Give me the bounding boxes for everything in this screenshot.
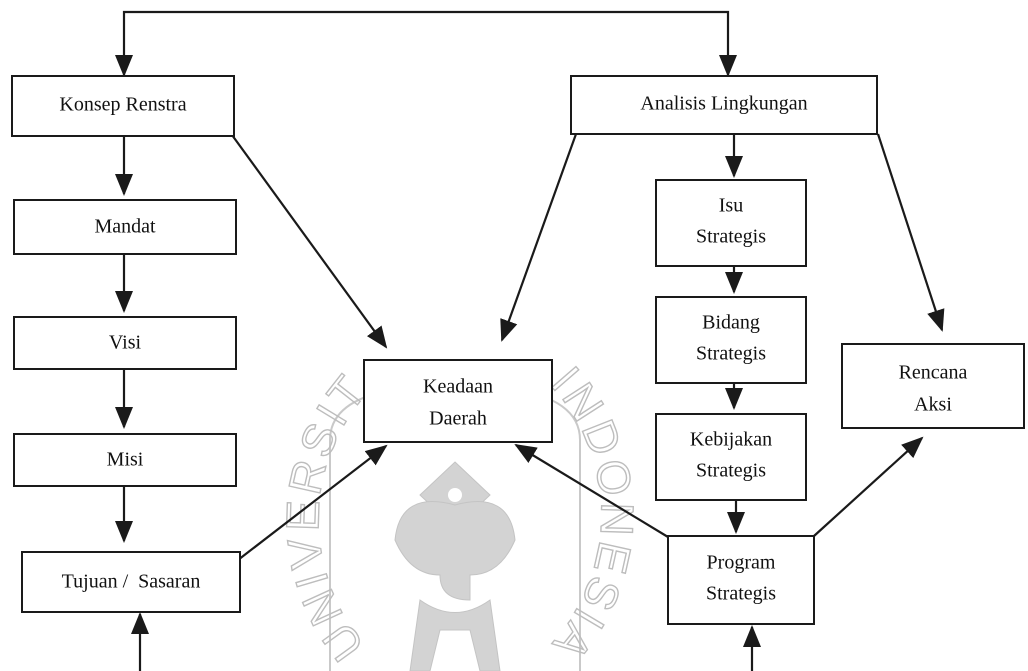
node-visi: Visi [13, 316, 237, 370]
node-bidang-strategis: Bidang Strategis [655, 296, 807, 384]
svg-text:Strategis: Strategis [696, 343, 766, 365]
edge-tujuan-to-keadaan [237, 444, 388, 561]
svg-text:Misi: Misi [107, 449, 144, 471]
svg-text:Strategis: Strategis [696, 226, 766, 248]
svg-text:Strategis: Strategis [696, 460, 766, 482]
svg-text:Program: Program [707, 552, 776, 574]
edge-top-bar [122, 10, 730, 70]
watermark-emblem [394, 461, 516, 671]
svg-text:Mandat: Mandat [94, 216, 156, 238]
svg-text:Konsep Renstra: Konsep Renstra [59, 94, 186, 116]
svg-text:Bidang: Bidang [702, 312, 760, 334]
svg-text:Isu: Isu [719, 195, 743, 217]
edge-program-to-rencana [813, 436, 924, 537]
node-tujuan-sasaran: Tujuan / Sasaran [21, 551, 241, 613]
svg-text:Visi: Visi [109, 332, 142, 354]
node-rencana-aksi: Rencana Aksi [841, 343, 1025, 429]
edges [115, 10, 945, 671]
node-isu-strategis: Isu Strategis [655, 179, 807, 267]
svg-text:Strategis: Strategis [706, 583, 776, 605]
node-analisis-lingkungan: Analisis Lingkungan [570, 75, 878, 135]
svg-text:Analisis Lingkungan: Analisis Lingkungan [640, 93, 807, 115]
svg-text:Aksi: Aksi [914, 394, 952, 416]
node-program-strategis: Program Strategis [667, 535, 815, 625]
edge-analisis-to-keadaan [500, 133, 578, 342]
svg-text:Keadaan: Keadaan [423, 376, 493, 398]
node-keadaan-daerah: Keadaan Daerah [363, 359, 553, 443]
svg-text:Kebijakan: Kebijakan [690, 429, 772, 451]
edge-analisis-to-rencana [876, 133, 945, 332]
svg-text:Daerah: Daerah [429, 408, 487, 430]
svg-text:Tujuan / Sasaran: Tujuan / Sasaran [62, 571, 201, 593]
node-konsep-renstra: Konsep Renstra [11, 75, 235, 137]
node-kebijakan-strategis: Kebijakan Strategis [655, 413, 807, 501]
edge-program-to-keadaan [514, 443, 669, 538]
edge-konsep-to-keadaan [231, 134, 388, 349]
node-misi: Misi [13, 433, 237, 487]
svg-text:Rencana: Rencana [899, 362, 968, 384]
node-mandat: Mandat [13, 199, 237, 255]
